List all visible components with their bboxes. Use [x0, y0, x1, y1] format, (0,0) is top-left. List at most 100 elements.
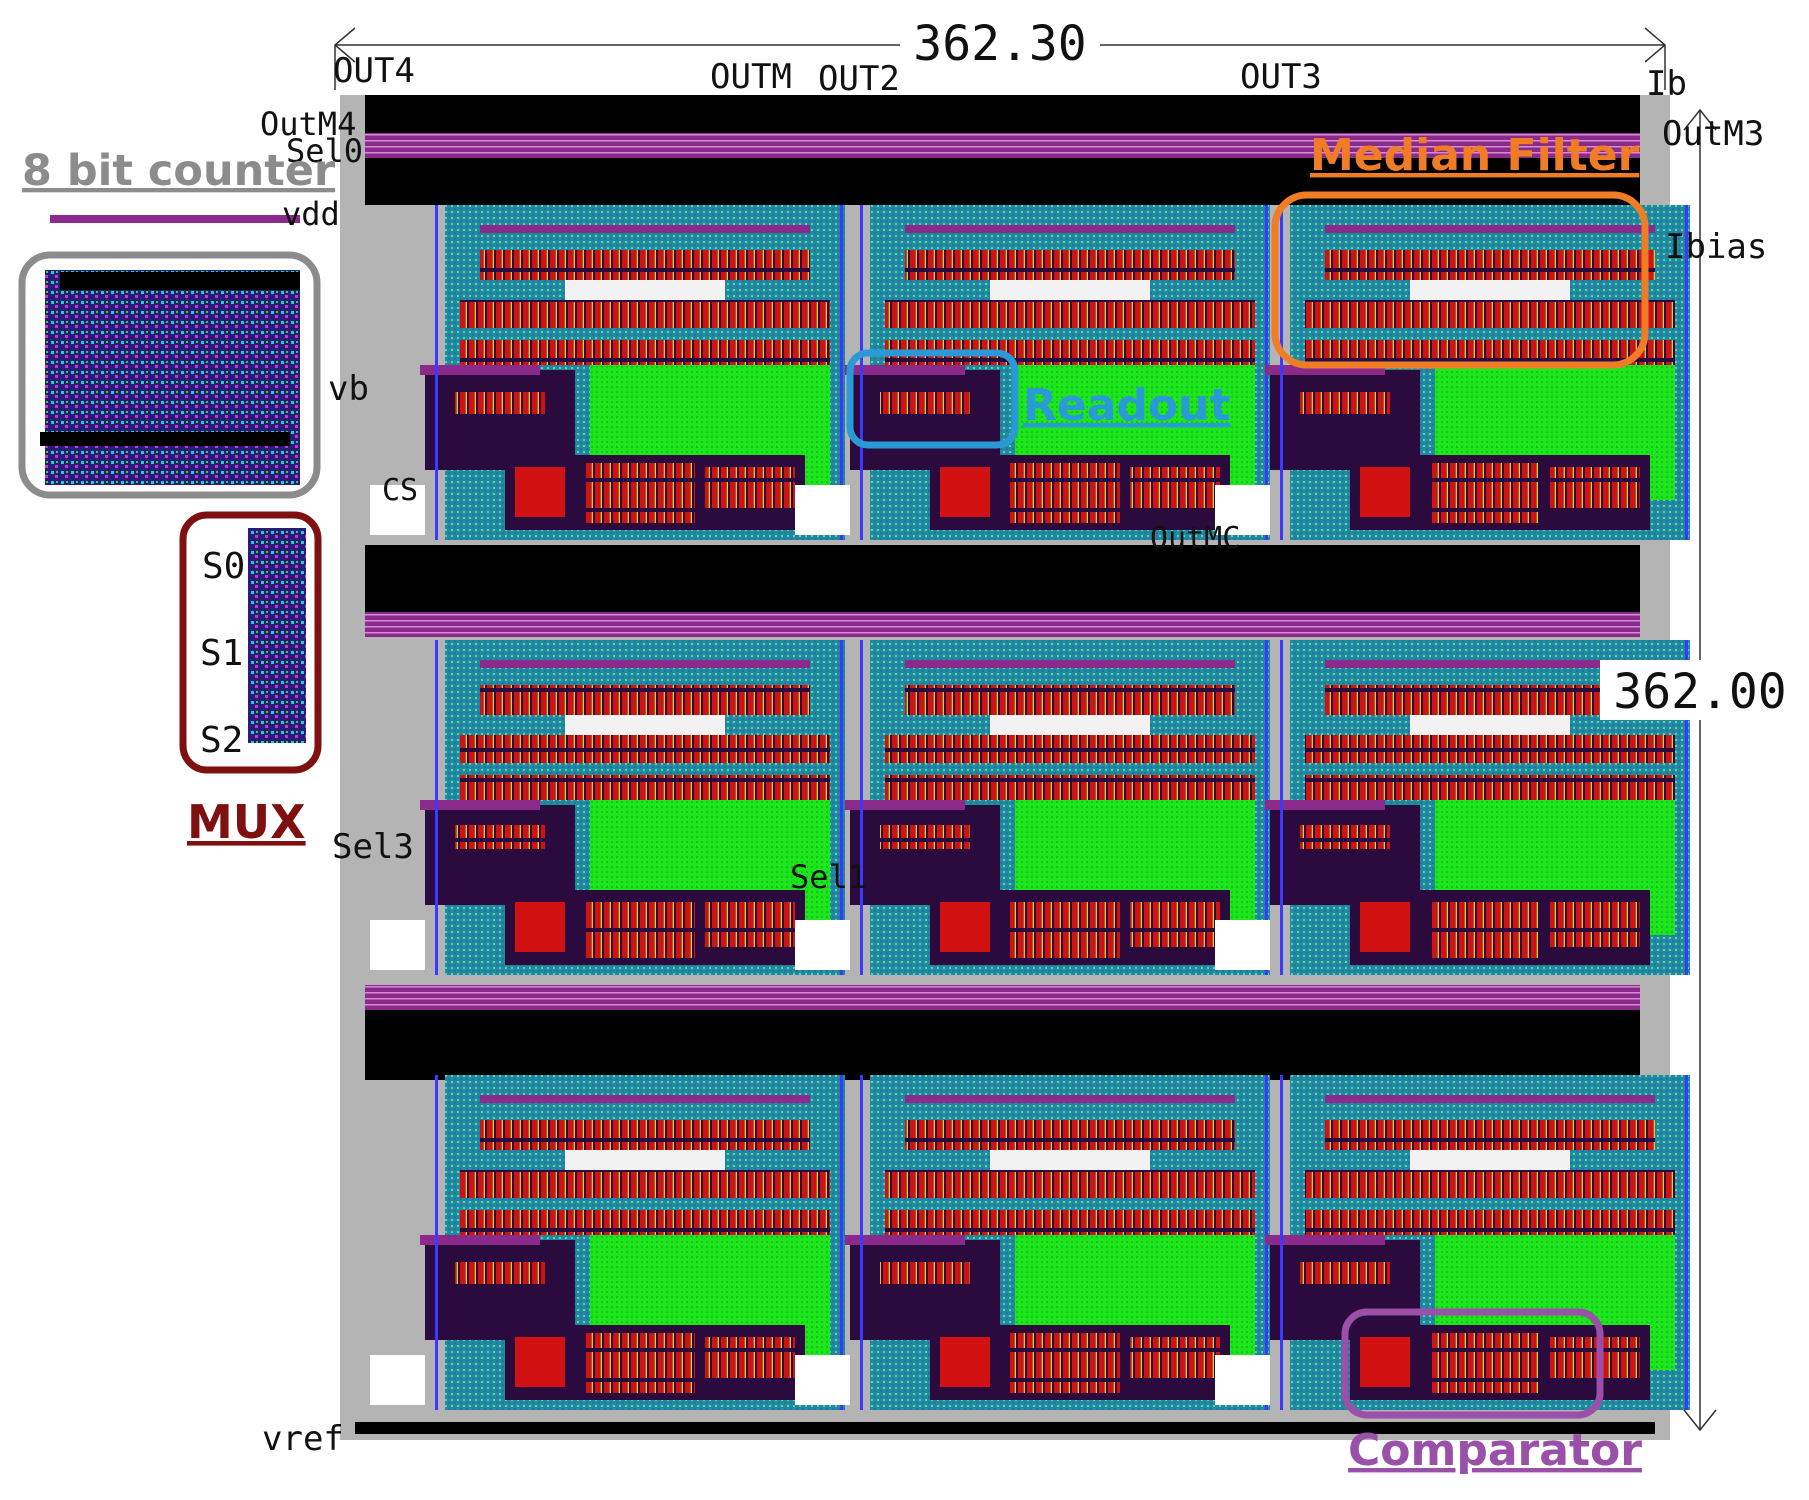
filter-rail [1325, 1095, 1655, 1103]
comparator-output-stage [1130, 467, 1220, 512]
width-label-bg [900, 20, 1100, 70]
filter-gap [990, 1150, 1150, 1170]
readout-callout-label: Readout [1023, 380, 1231, 431]
comparator-input-pair [515, 1337, 565, 1387]
filter-row-bottom [1305, 775, 1675, 800]
comparator-input-pair [515, 902, 565, 952]
cell-white-gap [795, 485, 850, 535]
readout-transistors [880, 1260, 970, 1284]
readout-transistors [455, 390, 545, 414]
pin-sel3: Sel3 [332, 827, 414, 867]
pin-out3: OUT3 [1240, 57, 1322, 97]
readout-rail [1265, 365, 1385, 375]
pixel-array [370, 205, 1690, 1410]
filter-gap [565, 280, 725, 300]
metal-line [435, 1075, 438, 1410]
readout-rail [845, 365, 965, 375]
readout-block [850, 1240, 1000, 1340]
filter-rail [480, 225, 810, 233]
height-dimension [1683, 108, 1717, 1432]
width-dimension-label: 362.30 [913, 16, 1086, 72]
pin-cs: CS [382, 473, 418, 508]
readout-transistors [1300, 390, 1390, 414]
readout-block [850, 805, 1000, 905]
pixel-cell [370, 205, 845, 540]
filter-row-bottom [460, 1210, 830, 1235]
readout-block [425, 805, 575, 905]
mux-pin-s0: S0 [202, 546, 245, 587]
readout-rail [1265, 800, 1385, 810]
metal-line [435, 205, 438, 540]
mux-highlight-box [179, 511, 322, 774]
filter-row-top [1325, 250, 1655, 280]
height-label-bg [1600, 660, 1800, 720]
readout-block [425, 1240, 575, 1340]
metal-line [840, 1075, 843, 1410]
mid-bus-stripe-2 [365, 985, 1640, 1010]
filter-row-mid [460, 1170, 830, 1198]
filter-gap [1410, 715, 1570, 735]
counter-bottom-rail [40, 432, 290, 446]
pin-sel0: Sel0 [286, 132, 363, 170]
counter-callout-label: 8 bit counter [22, 146, 336, 196]
readout-rail [420, 365, 540, 375]
median-filter-highlight-box [1271, 191, 1649, 369]
comparator-output-stage [705, 467, 795, 512]
filter-gap [565, 715, 725, 735]
filter-row-top [905, 1120, 1235, 1150]
median-filter-callout-label: Median Filter [1310, 130, 1640, 181]
pin-outmc: OutMC [1150, 521, 1240, 556]
pixel-cell [1215, 205, 1690, 540]
comparator-input-pair [1360, 1337, 1410, 1387]
comparator-input-pair [940, 467, 990, 517]
comparator-callout-label: Comparator [1348, 1425, 1642, 1476]
comparator-transistors [1010, 898, 1120, 958]
counter-top-rail [60, 272, 300, 290]
comparator-input-pair [1360, 902, 1410, 952]
filter-row-mid [1305, 1170, 1675, 1198]
filter-row-bottom [885, 1210, 1255, 1235]
filter-rail [905, 1095, 1235, 1103]
mux-pin-s2: S2 [200, 720, 243, 761]
mux-layout [248, 528, 306, 743]
filter-gap [1410, 280, 1570, 300]
pin-ib: Ib [1646, 64, 1687, 104]
comparator-input-pair [940, 1337, 990, 1387]
pin-sel1: Sel1 [790, 858, 867, 896]
pixel-cell [370, 1075, 845, 1410]
readout-transistors [1300, 825, 1390, 849]
comparator-transistors [585, 463, 695, 523]
pin-outm4: OutM4 [260, 105, 356, 143]
counter-layout [45, 270, 300, 485]
readout-rail [420, 800, 540, 810]
filter-rail [905, 225, 1235, 233]
readout-block [1270, 370, 1420, 470]
filter-row-mid [460, 300, 830, 328]
cell-white-gap [370, 920, 425, 970]
readout-transistors [880, 825, 970, 849]
readout-block [1270, 805, 1420, 905]
metal-line [1280, 1075, 1283, 1410]
filter-row-top [480, 1120, 810, 1150]
readout-transistors [455, 1260, 545, 1284]
filter-rail [1325, 660, 1655, 668]
pin-ibias: Ibias [1665, 227, 1767, 267]
filter-row-bottom [885, 775, 1255, 800]
pin-outm: OUTM [710, 57, 792, 97]
readout-rail [845, 800, 965, 810]
filter-row-mid [885, 735, 1255, 763]
comparator-transistors [1010, 463, 1120, 523]
comparator-output-stage [1550, 1337, 1640, 1382]
counter-supply-line [50, 215, 300, 223]
filter-row-bottom [460, 340, 830, 365]
cell-white-gap [1215, 920, 1270, 970]
height-dimension-label: 362.00 [1613, 664, 1786, 720]
metal-line [1685, 640, 1688, 975]
pixel-cell [795, 1075, 1270, 1410]
metal-line [1280, 640, 1283, 975]
pixel-cell [795, 205, 1270, 540]
filter-row-mid [1305, 300, 1675, 328]
pixel-cell [370, 640, 845, 975]
cell-white-gap [370, 1355, 425, 1405]
filter-row-mid [1305, 735, 1675, 763]
